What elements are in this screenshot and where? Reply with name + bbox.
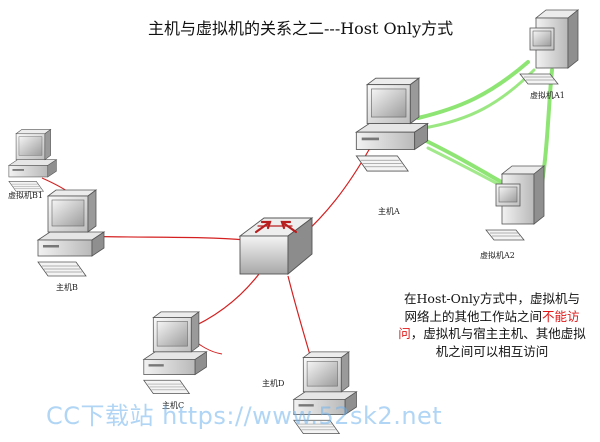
network-switch <box>238 217 314 275</box>
vm-b1-label: 虚拟机B1 <box>8 190 43 200</box>
diagram-title: 主机与虚拟机的关系之二---Host Only方式 <box>148 19 453 38</box>
host-b: 主机B <box>37 189 105 292</box>
host-d-label: 主机D <box>262 378 284 388</box>
vm-a1: 虚拟机A1 <box>519 9 579 100</box>
link-host-a-vm-a2 <box>418 136 514 190</box>
site-watermark: CC下载站 https://www.52sk2.net <box>46 402 443 430</box>
host-c-label: 主机C <box>162 400 184 410</box>
note-highlight-cannot-access: 不能访问 <box>398 308 580 342</box>
link-host-a-vm-a1 <box>416 60 530 120</box>
host-c: 主机C <box>143 311 207 410</box>
link-switch-host-d <box>287 275 313 363</box>
vm-a2-label: 虚拟机A2 <box>480 250 515 260</box>
vm-a2: 虚拟机A2 <box>480 165 545 260</box>
note-text-part1: 在Host-Only方式中，虚拟机与网络上的其他工作站之间 <box>404 291 580 324</box>
explanation-note: 在Host-Only方式中，虚拟机与网络上的其他工作站之间不能访问，虚拟机与宿主… <box>398 290 586 360</box>
vm-b1: 虚拟机B1 <box>8 129 57 200</box>
vm-a1-label: 虚拟机A1 <box>530 90 565 100</box>
note-text-part3: ，虚拟机与宿主主机、其他虚拟机之间可以相互访问 <box>410 326 586 359</box>
host-a-label: 主机A <box>378 206 400 216</box>
host-d: 主机D <box>262 351 357 435</box>
host-b-label: 主机B <box>56 282 78 292</box>
switch-arrows-icon <box>254 220 298 234</box>
link-host-a-vm-a1-b <box>422 68 536 130</box>
host-a: 主机A <box>355 77 429 216</box>
